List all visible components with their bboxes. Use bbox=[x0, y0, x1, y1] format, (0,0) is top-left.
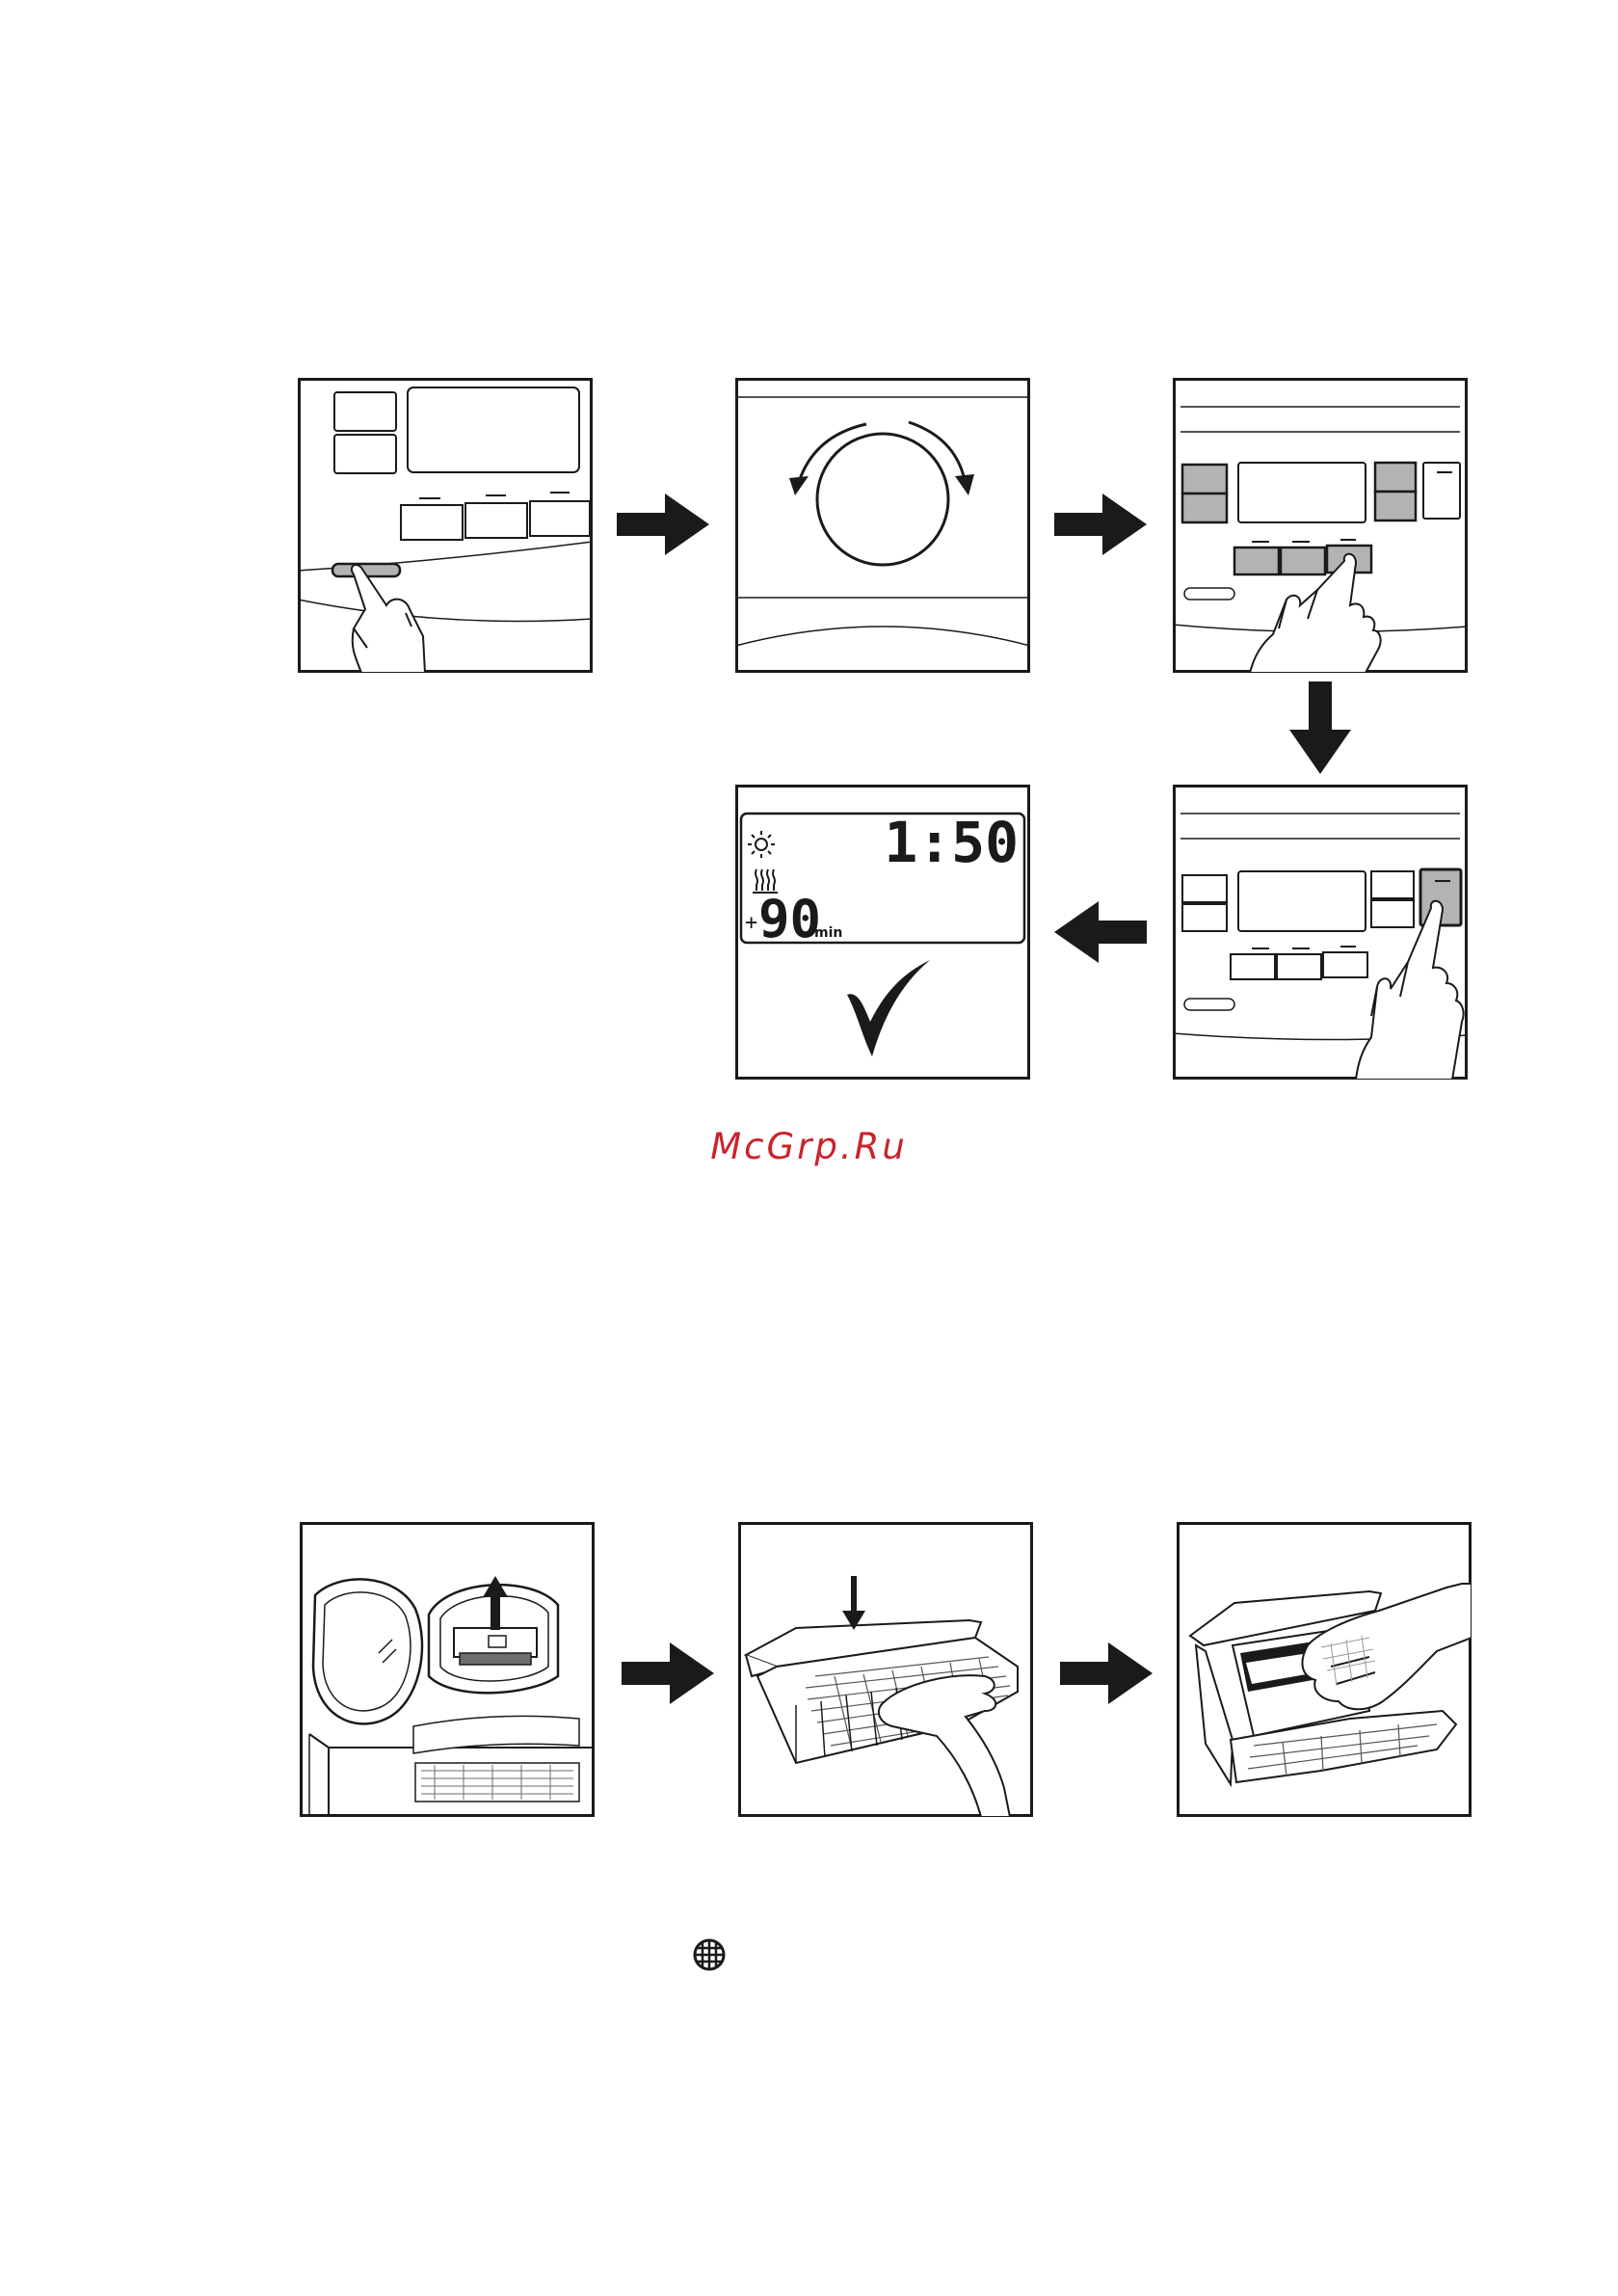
control-panel-start-illustration bbox=[1173, 785, 1468, 1080]
arrow-right-icon bbox=[1054, 494, 1147, 555]
display-illustration: 1:50 + 90 min bbox=[735, 785, 1030, 1080]
extra-minutes-value: 90 bbox=[758, 889, 821, 949]
step-open-filter-panel bbox=[738, 1522, 1033, 1817]
filter-open-illustration bbox=[738, 1522, 1033, 1817]
step-3-select-options-panel bbox=[1173, 378, 1468, 673]
step-1-press-button-panel bbox=[298, 378, 593, 673]
filter-grid-icon bbox=[692, 1937, 727, 1972]
watermark-text: McGrp.Ru bbox=[0, 1126, 1618, 1167]
step-remove-filter-panel bbox=[300, 1522, 595, 1817]
arrow-left-icon bbox=[1054, 901, 1147, 963]
step-4-press-start-panel bbox=[1173, 785, 1468, 1080]
knob-illustration bbox=[735, 378, 1030, 673]
arrow-right-icon bbox=[622, 1642, 714, 1704]
control-panel-options-illustration bbox=[1173, 378, 1468, 673]
remaining-time-display: 1:50 bbox=[884, 810, 1019, 875]
plus-sign: + bbox=[745, 911, 757, 935]
arrow-right-icon bbox=[1060, 1642, 1153, 1704]
step-5-display-confirmation-panel: 1:50 + 90 min bbox=[735, 785, 1030, 1080]
arrow-right-icon bbox=[617, 494, 709, 555]
step-clean-filter-panel bbox=[1177, 1522, 1472, 1817]
control-panel-illustration bbox=[298, 378, 593, 673]
arrow-down-icon bbox=[1289, 681, 1351, 774]
extra-minutes-unit: min bbox=[814, 925, 842, 941]
dryer-door-filter-illustration bbox=[300, 1522, 595, 1817]
filter-clean-illustration bbox=[1177, 1522, 1472, 1817]
step-2-rotate-knob-panel bbox=[735, 378, 1030, 673]
